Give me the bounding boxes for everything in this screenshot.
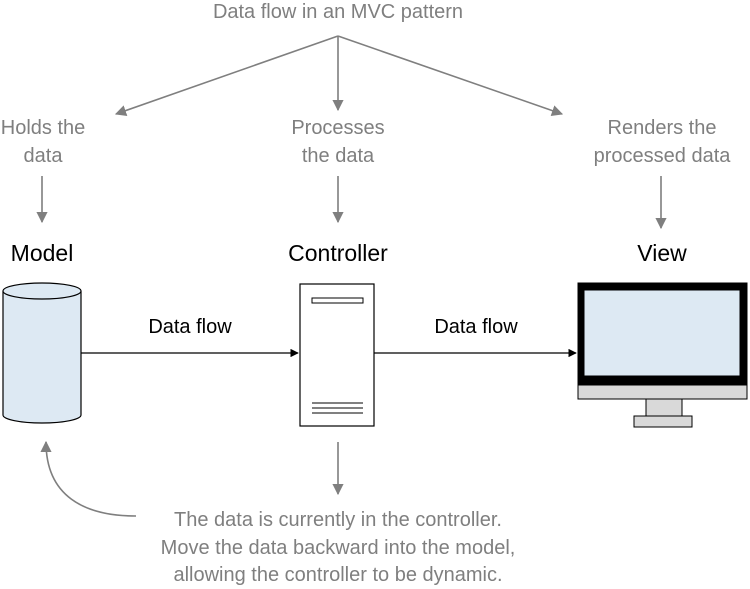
data-flow-label-2: Data flow — [434, 316, 518, 338]
model-database-icon — [2, 282, 82, 424]
view-role-line-1: Renders the — [607, 117, 717, 139]
view-label: View — [637, 240, 687, 266]
model-label: Model — [10, 240, 74, 266]
view-role-line-2: processed data — [593, 145, 731, 167]
note-arrows — [40, 440, 344, 517]
controller-role-line-2: the data — [301, 145, 375, 167]
note-line-2: Move the data backward into the model, — [160, 537, 516, 559]
note-line-1: The data is currently in the controller. — [174, 509, 502, 531]
controller-role-line-1: Processes — [291, 117, 385, 139]
model-role-line-2: data — [23, 145, 63, 167]
data-flow-label-1: Data flow — [148, 316, 232, 338]
note-line-3: allowing the controller to be dynamic. — [173, 564, 503, 586]
view-monitor-icon — [577, 282, 748, 428]
arrow-title-to-model-role — [114, 35, 339, 116]
arrow-title-to-view-role — [337, 35, 564, 116]
controller-server-icon — [299, 283, 375, 427]
arrow-note-to-model — [40, 440, 137, 517]
title-fanout-arrows — [114, 35, 564, 116]
role-arrows — [36, 176, 667, 230]
diagram-title: Data flow in an MVC pattern — [212, 1, 464, 23]
model-role-line-1: Holds the — [0, 117, 86, 139]
controller-label: Controller — [288, 240, 388, 266]
